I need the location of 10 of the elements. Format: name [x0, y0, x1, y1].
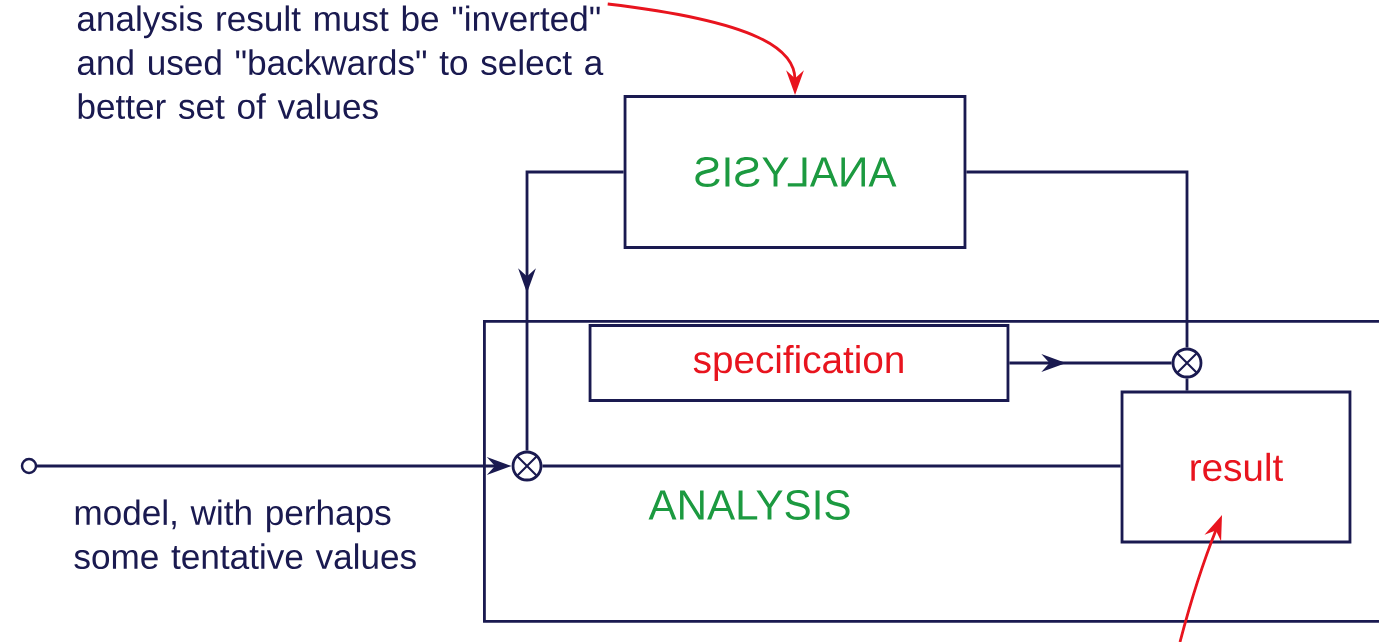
mirrored-block: ANALYSIS: [623, 95, 967, 249]
junction-circle: [1171, 347, 1203, 379]
connector-line: [542, 464, 1121, 468]
junction-circle: [511, 450, 543, 482]
caption-text: model, with perhaps some tentative values: [74, 499, 416, 570]
note-text: analysis result must be "inverted" and used "backwards" to select a better set of values: [77, 5, 604, 120]
result-box: result: [1120, 390, 1352, 544]
specification-box: specification: [588, 324, 1010, 402]
connector-line: [1185, 378, 1189, 391]
connector-line: [966, 170, 1189, 348]
